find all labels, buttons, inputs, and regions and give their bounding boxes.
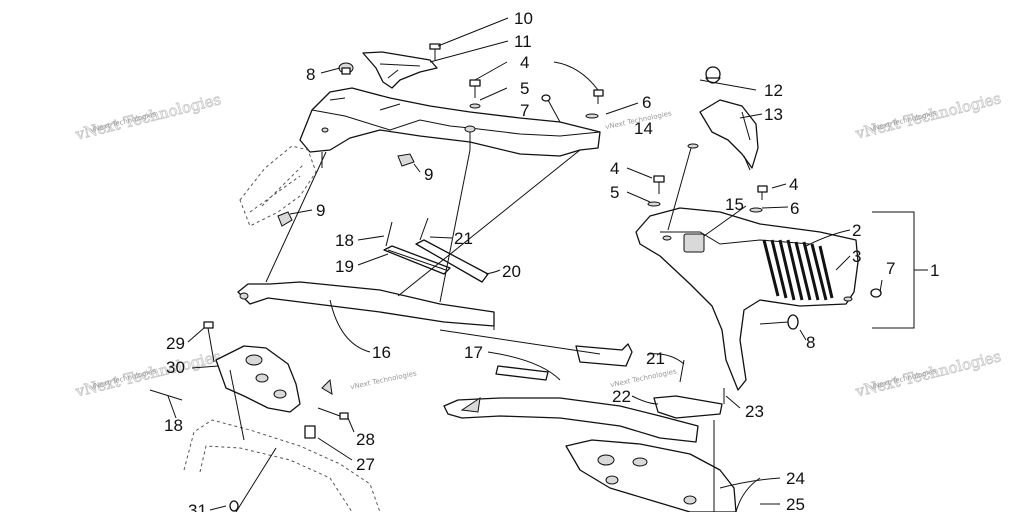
- callout-4: 4: [610, 159, 619, 178]
- callout-25: 25: [786, 495, 805, 512]
- callout-8: 8: [306, 65, 315, 84]
- cover-13: [699, 99, 759, 169]
- bolt-29: [203, 321, 215, 363]
- upper-console-panel: [299, 87, 601, 157]
- nut-9-lower: [277, 211, 293, 227]
- knob-12: [705, 66, 721, 84]
- callout-16: 16: [372, 343, 391, 362]
- callout-5: 5: [610, 183, 619, 202]
- callout-8: 8: [806, 333, 815, 352]
- bolt-10: [429, 43, 441, 60]
- bolt-8-right: [759, 314, 799, 330]
- hardware-right: [647, 175, 768, 213]
- callout-4: 4: [789, 175, 798, 194]
- callout-17: 17: [464, 343, 483, 362]
- callout-13: 13: [764, 105, 783, 124]
- callout-5: 5: [520, 79, 529, 98]
- callout-23: 23: [745, 402, 764, 421]
- callout-3: 3: [852, 247, 861, 266]
- callout-12: 12: [764, 81, 783, 100]
- callout-14: 14: [634, 119, 653, 138]
- strips-upper: [383, 217, 489, 283]
- assembly-bracket-1: [872, 211, 928, 329]
- right-console: [635, 207, 859, 391]
- callout-19: 19: [335, 257, 354, 276]
- parts: [149, 43, 928, 512]
- callout-1: 1: [930, 261, 939, 280]
- knob-8-top: [338, 62, 354, 75]
- callout-18: 18: [335, 231, 354, 250]
- callout-22: 22: [612, 387, 631, 406]
- long-arm-upper: [237, 281, 495, 327]
- callout-4: 4: [520, 53, 529, 72]
- frame-outline: [183, 419, 381, 512]
- callout-2: 2: [852, 221, 861, 240]
- callout-9: 9: [316, 201, 325, 220]
- callout-28: 28: [356, 430, 375, 449]
- switch-15: [683, 233, 705, 253]
- explosion-lines: [229, 132, 715, 512]
- callout-31: 31: [188, 501, 207, 512]
- callout-27: 27: [356, 455, 375, 474]
- callout-21: 21: [646, 349, 665, 368]
- bracket-lower-21: [575, 343, 633, 367]
- leader-lines: [167, 17, 883, 511]
- callout-15: 15: [725, 195, 744, 214]
- callout-21: 21: [454, 229, 473, 248]
- long-arm-lower: [443, 397, 699, 443]
- watermark: vNext Technologies: [350, 369, 418, 391]
- strip-17: [495, 365, 549, 381]
- top-bracket: [362, 51, 438, 89]
- callout-6: 6: [790, 199, 799, 218]
- lower-mount-24: [565, 439, 737, 512]
- callout-10: 10: [514, 9, 533, 28]
- callout-9: 9: [424, 165, 433, 184]
- nut-9-upper: [397, 153, 415, 167]
- bracket-22: [653, 395, 723, 419]
- callout-11: 11: [514, 32, 532, 51]
- bolt-18-lower: [149, 389, 183, 401]
- side-panel-outline: [239, 145, 317, 227]
- callout-24: 24: [786, 469, 805, 488]
- callout-7: 7: [520, 101, 529, 120]
- callout-20: 20: [502, 262, 521, 281]
- bolt-28: [317, 407, 349, 420]
- watermark: vNext Technologies: [610, 367, 678, 389]
- callout-labels: 10 11 4 8 5 7 6 14 12 13 9 9 4 5 4 15 6 …: [164, 9, 939, 512]
- callout-18: 18: [164, 416, 183, 435]
- callout-6: 6: [642, 93, 651, 112]
- clip-27: [304, 425, 316, 439]
- callout-30: 30: [166, 358, 185, 377]
- grille-2: [762, 239, 834, 301]
- knob-7-right: [870, 288, 882, 298]
- hardware-upper: [469, 79, 604, 119]
- callout-29: 29: [166, 334, 185, 353]
- callout-7: 7: [886, 259, 895, 278]
